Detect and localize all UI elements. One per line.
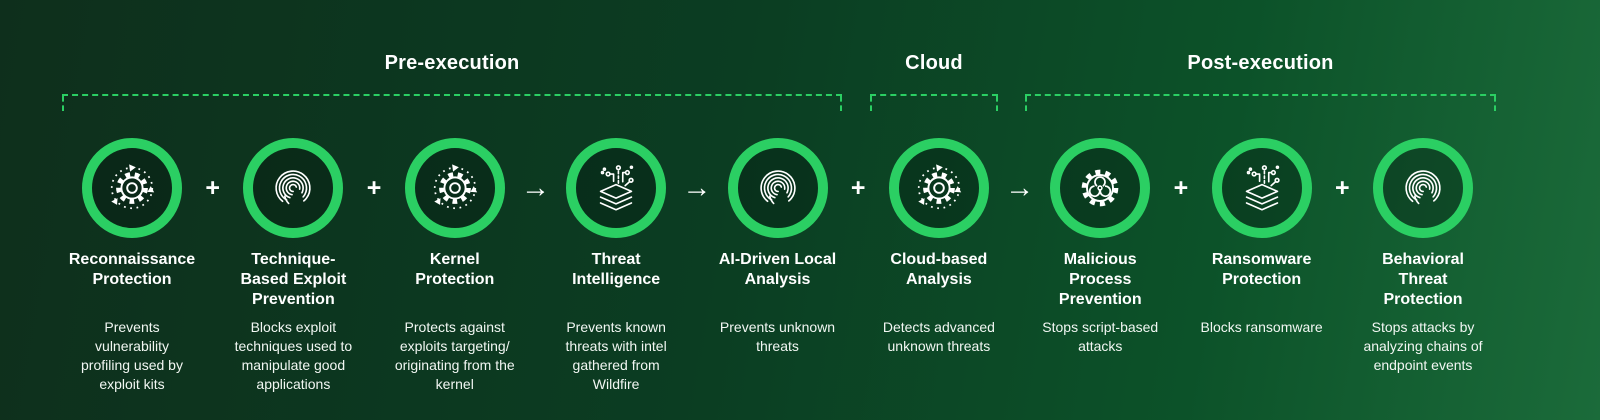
step-description: Stops attacks by analyzing chains of end…	[1363, 319, 1483, 373]
step-gear-cycle: Cloud-based Analysis Detects advanced un…	[869, 138, 1009, 394]
fingerprint-icon	[268, 163, 318, 213]
phase-pre-execution-label: Pre-execution	[384, 52, 520, 74]
step-biohazard-gear: Malicious Process Prevention Stops scrip…	[1030, 138, 1170, 394]
step-ring	[566, 138, 667, 238]
step-title: Malicious Process Prevention	[1058, 251, 1142, 308]
phase-post-execution: Post-execution	[1025, 50, 1496, 114]
step-fingerprint: Behavioral Threat Protection Stops attac…	[1353, 138, 1493, 394]
step-gear-cycle: Kernel Protection Protects against explo…	[385, 138, 525, 394]
step-title: Behavioral Threat Protection	[1382, 251, 1464, 308]
biohazard-gear-icon	[1073, 161, 1127, 215]
step-ring	[888, 138, 989, 238]
arrow-separator: →	[682, 172, 712, 204]
step-description: Prevents unknown threats	[719, 319, 836, 354]
step-ring	[82, 138, 182, 238]
fingerprint-icon	[752, 163, 803, 213]
arrow-separator: →	[1005, 172, 1035, 204]
step-title: Cloud-based Analysis	[890, 251, 988, 288]
step-description: Protects against exploits targeting/ ori…	[394, 319, 515, 392]
phase-pre-execution: Pre-execution	[62, 50, 842, 114]
phase-cloud-bracket	[870, 94, 998, 114]
step-gear-cycle: Reconnaissance Protection Prevents vulne…	[62, 138, 202, 394]
steps-row: Reconnaissance Protection Prevents vulne…	[62, 138, 1493, 394]
step-description: Blocks ransomware	[1200, 319, 1323, 335]
step-fingerprint: Technique- Based Exploit Prevention Bloc…	[223, 138, 363, 394]
phase-cloud: Cloud	[870, 50, 998, 114]
plus-separator: +	[205, 174, 220, 202]
phase-pre-execution-bracket	[62, 94, 842, 114]
layers-circuit-icon	[1245, 165, 1280, 211]
step-description: Detects advanced unknown threats	[882, 319, 995, 354]
plus-separator: +	[1173, 174, 1189, 202]
step-ring	[404, 138, 505, 238]
step-layers-circuit: Ransomware Protection Blocks ransomware	[1192, 138, 1332, 394]
step-fingerprint: AI-Driven Local Analysis Prevents unknow…	[708, 138, 848, 394]
phase-cloud-label: Cloud	[905, 52, 963, 74]
step-description: Prevents vulnerability profiling used by…	[81, 319, 183, 392]
step-layers-circuit: Threat Intelligence Prevents known threa…	[546, 138, 686, 394]
plus-separator: +	[1335, 174, 1350, 202]
step-title: AI-Driven Local Analysis	[718, 251, 837, 288]
gear-cycle-icon	[428, 161, 482, 215]
gear-cycle-icon	[912, 161, 966, 215]
step-ring	[1373, 138, 1473, 238]
phase-post-execution-label: Post-execution	[1187, 52, 1334, 74]
step-title: Reconnaissance Protection	[68, 251, 196, 288]
step-ring	[243, 138, 344, 238]
step-ring	[727, 138, 828, 238]
phase-post-execution-bracket	[1025, 94, 1496, 114]
step-title: Technique- Based Exploit Prevention	[240, 251, 347, 308]
fingerprint-icon	[1398, 163, 1448, 213]
step-title: Ransomware Protection	[1211, 251, 1312, 288]
step-title: Kernel Protection	[415, 251, 495, 288]
step-description: Blocks exploit techniques used to manipu…	[234, 319, 353, 392]
step-ring	[1050, 138, 1151, 238]
arrow-separator: →	[520, 172, 550, 204]
plus-separator: +	[366, 174, 382, 202]
step-description: Prevents known threats with intel gather…	[565, 319, 667, 392]
step-title: Threat Intelligence	[572, 251, 661, 288]
gear-cycle-icon	[105, 161, 159, 215]
step-ring	[1211, 138, 1312, 238]
step-description: Stops script-based attacks	[1042, 319, 1159, 354]
plus-separator: +	[850, 174, 866, 202]
layers-circuit-icon	[599, 165, 634, 211]
